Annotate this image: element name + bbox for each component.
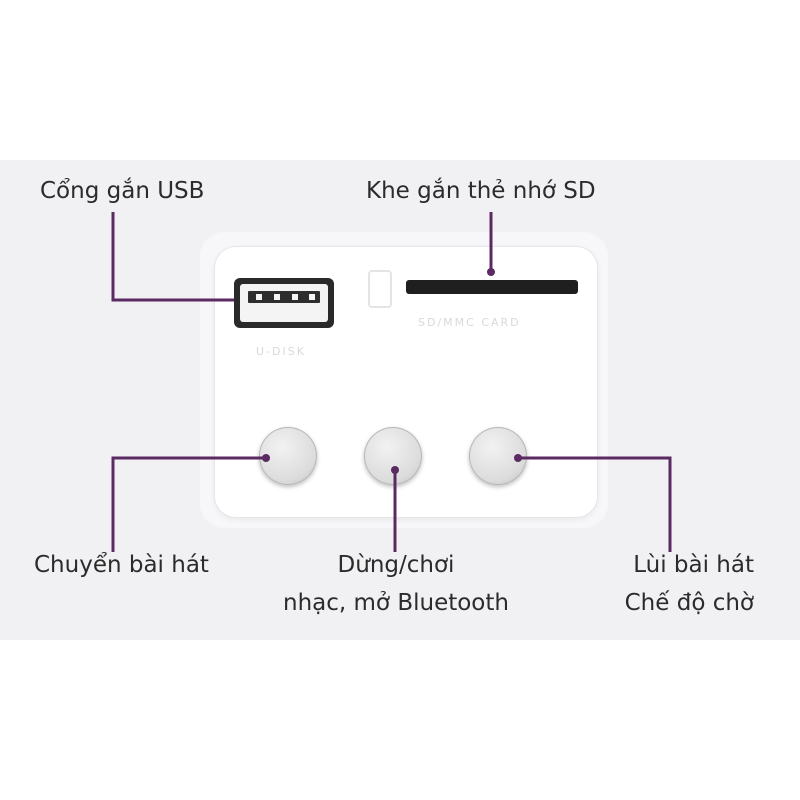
usb-port-label: Cổng gắn USB	[40, 172, 204, 210]
play-pause-label-line1: Dừng/chơi	[280, 546, 512, 584]
leader-line-prev	[518, 458, 670, 552]
play-pause-label-line2: nhạc, mở Bluetooth	[266, 584, 526, 622]
leader-dot-prev	[514, 454, 522, 462]
prev-track-label-line2: Chế độ chờ	[560, 584, 754, 622]
leader-line-next	[113, 458, 266, 552]
leader-dot-play	[391, 466, 399, 474]
leader-line-usb	[113, 212, 234, 300]
sd-slot-label: Khe gắn thẻ nhớ SD	[366, 172, 596, 210]
leader-dot-sd	[487, 268, 495, 276]
leader-dot-next	[262, 454, 270, 462]
prev-track-label-line1: Lùi bài hát	[560, 546, 754, 584]
next-track-label: Chuyển bài hát	[34, 546, 209, 584]
